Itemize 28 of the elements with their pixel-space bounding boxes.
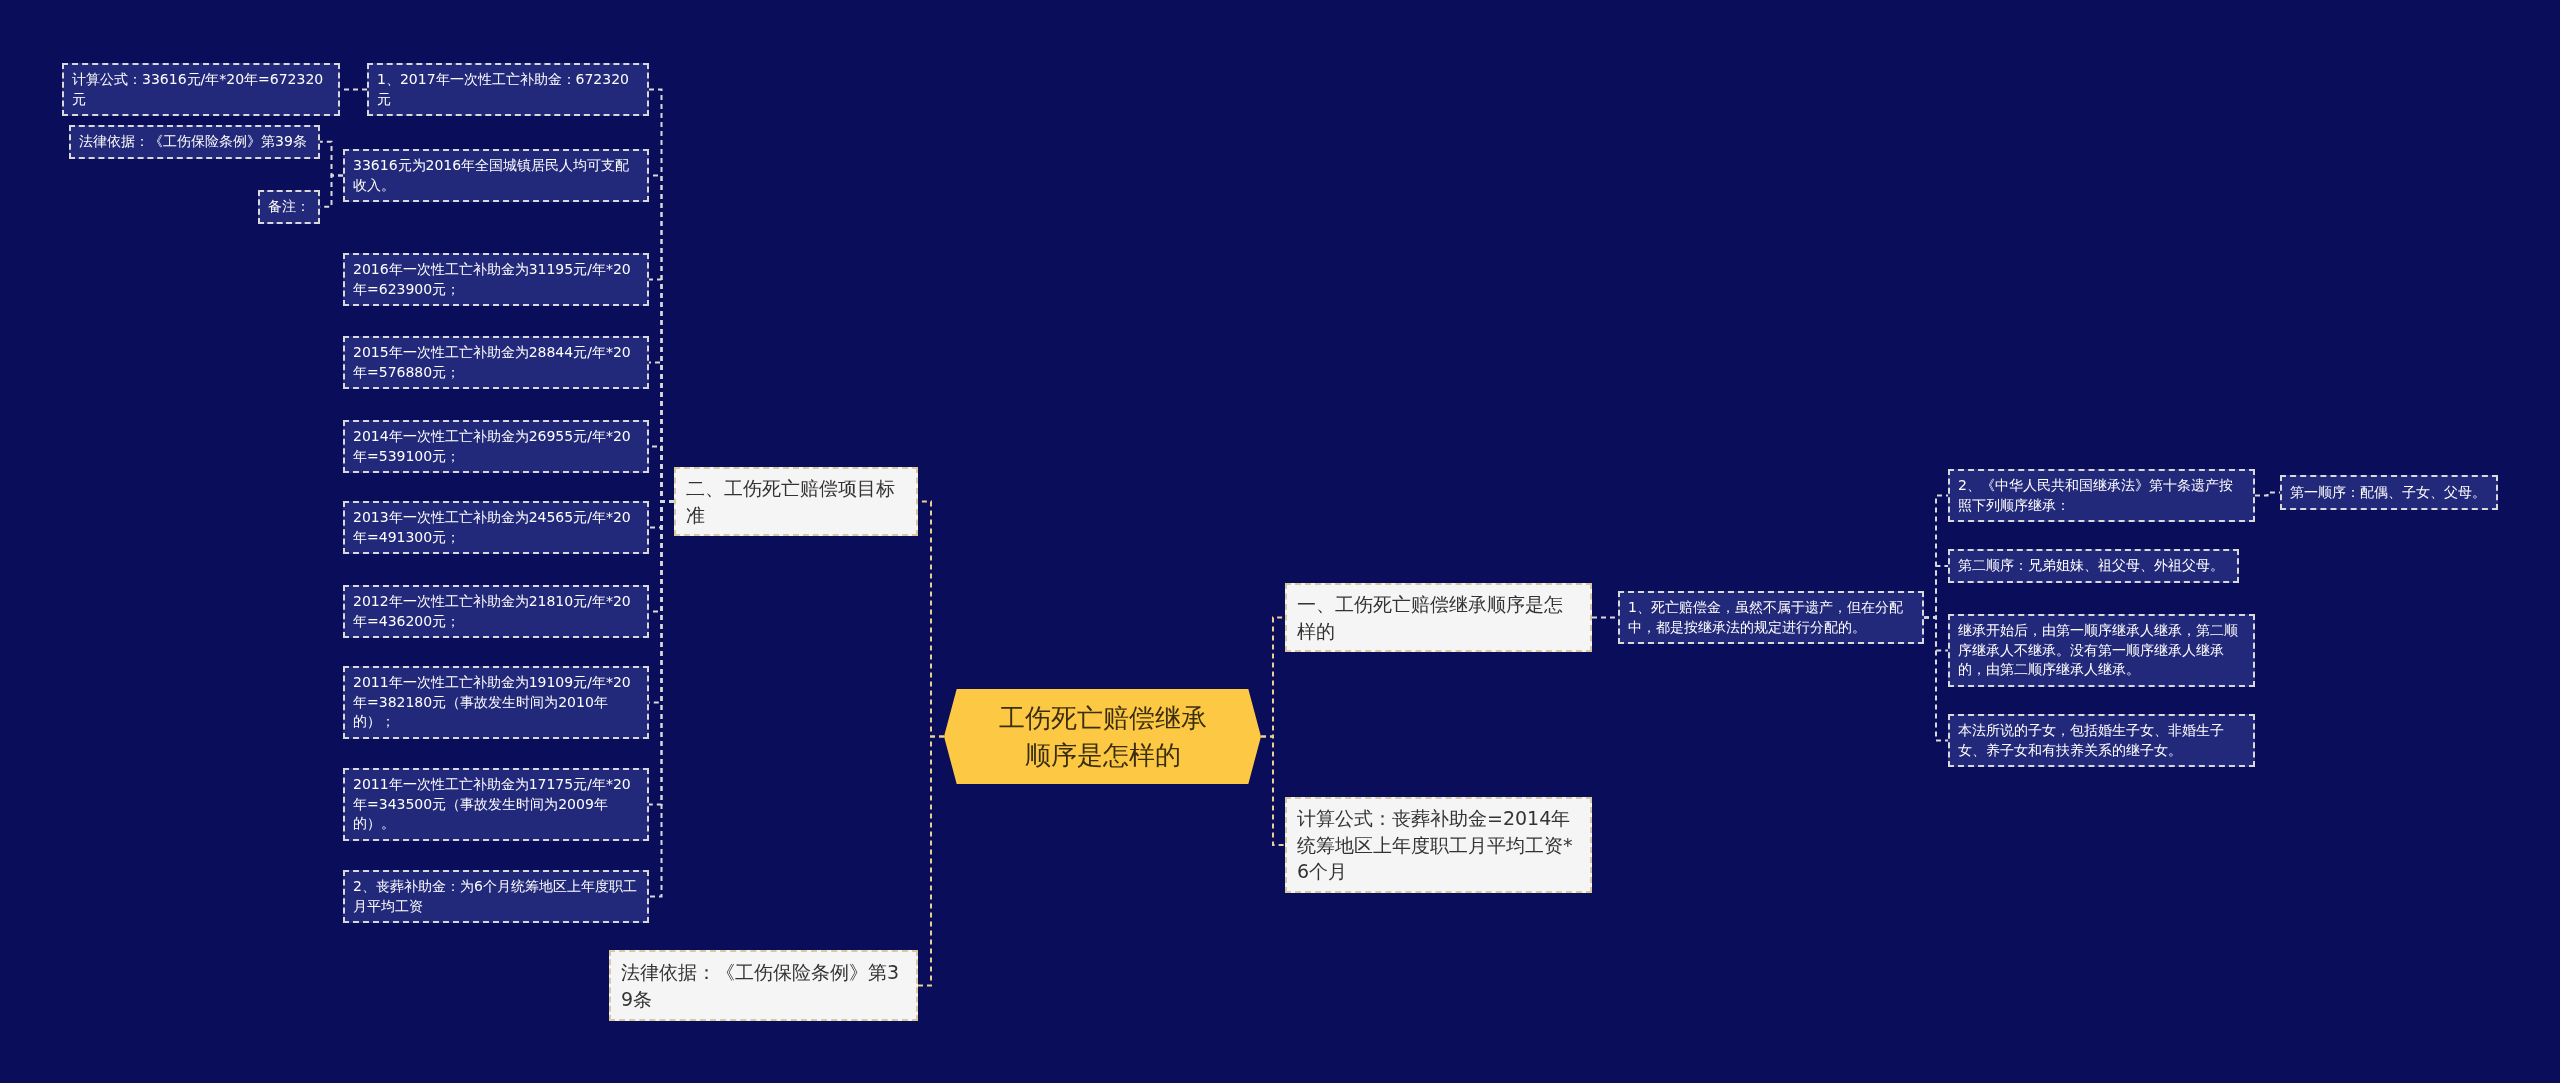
connector-line [1260, 735, 1286, 846]
topic-box: 二、工伤死亡赔偿项目标准 [674, 467, 918, 537]
topic-box: 法律依据：《工伤保险条例》第39条 [609, 950, 918, 1021]
subtopic-box: 2、丧葬补助金：为6个月统筹地区上年度职工月平均工资 [343, 870, 649, 924]
central-topic: 工伤死亡赔偿继承顺序是怎样的 [944, 689, 1261, 784]
connector-line [917, 735, 945, 987]
subtopic-box: 2011年一次性工亡补助金为19109元/年*20年=382180元（事故发生时间为2010年的）； [343, 666, 649, 739]
subtopic-box: 继承开始后，由第一顺序继承人继承，第二顺序继承人不继承。没有第一顺序继承人继承的，由第二顺序继承人继承。 [1948, 614, 2255, 687]
subtopic-box: 2014年一次性工亡补助金为26955元/年*20年=539100元； [343, 420, 649, 474]
connector-line [1923, 616, 1949, 742]
subtopic-box: 1、2017年一次性工亡补助金：672320元 [367, 63, 649, 117]
subtopic-box: 1、死亡赔偿金，虽然不属于遗产，但在分配中，都是按继承法的规定进行分配的。 [1618, 591, 1924, 645]
subtopic-box: 2011年一次性工亡补助金为17175元/年*20年=343500元（事故发生时间为2009年的）。 [343, 768, 649, 841]
subtopic-box: 2016年一次性工亡补助金为31195元/年*20年=623900元； [343, 253, 649, 307]
subtopic-box: 第二顺序：兄弟姐妹、祖父母、外祖父母。 [1948, 549, 2239, 583]
subtopic-box: 第一顺序：配偶、子女、父母。 [2280, 475, 2498, 510]
subtopic-box: 33616元为2016年全国城镇居民人均可支配收入。 [343, 149, 649, 203]
subtopic-box: 法律依据：《工伤保险条例》第39条 [69, 125, 320, 159]
subtopic-box: 2、《中华人民共和国继承法》第十条遗产按照下列顺序继承： [1948, 469, 2255, 523]
topic-box: 一、工伤死亡赔偿继承顺序是怎样的 [1285, 583, 1592, 653]
connector-line [2254, 491, 2281, 497]
subtopic-box: 计算公式：33616元/年*20年=672320元 [62, 63, 340, 117]
subtopic-box: 2012年一次性工亡补助金为21810元/年*20年=436200元； [343, 585, 649, 639]
subtopic-box: 本法所说的子女，包括婚生子女、非婚生子女、养子女和有扶养关系的继子女。 [1948, 714, 2255, 768]
subtopic-box: 2013年一次性工亡补助金为24565元/年*20年=491300元； [343, 501, 649, 555]
subtopic-box: 备注： [258, 190, 320, 224]
subtopic-box: 2015年一次性工亡补助金为28844元/年*20年=576880元； [343, 336, 649, 390]
topic-box: 计算公式：丧葬补助金=2014年统筹地区上年度职工月平均工资*6个月 [1285, 797, 1592, 893]
